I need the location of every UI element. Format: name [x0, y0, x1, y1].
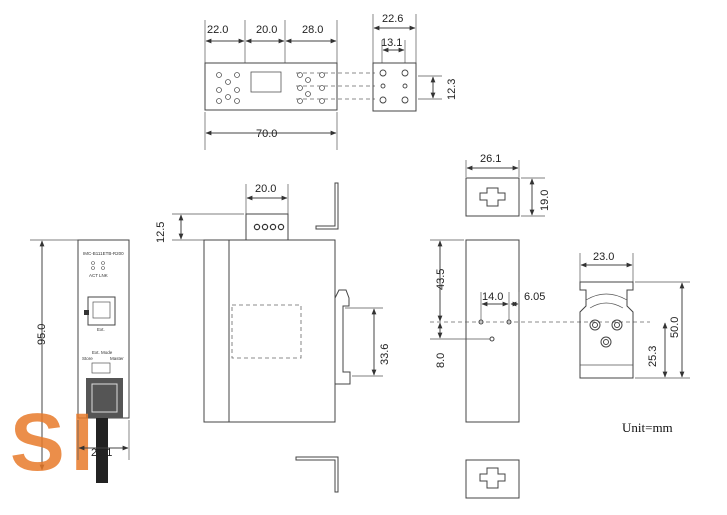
rail-dim-offset: 6.05	[524, 291, 545, 303]
rj45-port-upper	[87, 296, 116, 326]
led-label-lnk: LNK	[99, 273, 108, 278]
side-dim-top-width: 20.0	[255, 183, 276, 195]
bracket-dim-inner: 13.1	[381, 37, 402, 49]
front-dim-height: 95.0	[36, 324, 48, 345]
rail-dim-spacing: 14.0	[482, 291, 503, 303]
top-dim-b: 20.0	[256, 24, 277, 36]
din-dim-height: 50.0	[669, 317, 681, 338]
side-dim-window-height: 33.6	[379, 344, 391, 365]
rail-dim-clip-height: 19.0	[539, 190, 551, 211]
side-view: 20.0 12.5 33.6	[155, 182, 391, 493]
side-bracket-top	[315, 182, 339, 230]
front-model-label: IMC-B111ETB-R200	[83, 251, 124, 256]
led-label-act: ACT	[89, 273, 98, 278]
unit-label: Unit=mm	[622, 420, 673, 435]
top-dim-a: 22.0	[207, 24, 228, 36]
front-dim-width: 26.1	[91, 447, 112, 459]
rail-view: 26.1 19.0 43.5 8.0 14.0 6.05	[430, 153, 650, 499]
side-din-clip	[334, 289, 351, 385]
top-dim-width: 70.0	[256, 128, 277, 140]
din-dim-width: 23.0	[593, 251, 614, 263]
cable-icon	[96, 418, 108, 483]
front-port-label: Ext.	[97, 327, 105, 332]
mode-left-label: Store	[82, 356, 93, 361]
rail-body	[465, 239, 520, 423]
rail-dim-lower: 8.0	[435, 353, 447, 368]
mode-right-label: Master	[110, 356, 124, 361]
top-view: 22.0 20.0 28.0 70.0	[204, 20, 375, 150]
din-dim-lower: 25.3	[647, 346, 659, 367]
side-label-window	[231, 304, 302, 359]
din-clip: 23.0 50.0 25.3	[579, 251, 690, 379]
side-dim-top-offset: 12.5	[155, 222, 167, 243]
bracket-small: 22.6 13.1 12.3	[372, 13, 458, 112]
rail-dim-upper: 43.5	[435, 269, 447, 290]
side-bracket-bottom	[295, 456, 339, 493]
rail-cross-icon-bottom	[479, 467, 506, 489]
bracket-dim-height: 12.3	[446, 79, 458, 100]
port-indicator-icon	[84, 310, 89, 315]
front-view: 95.0 IMC-B111ETB-R200 ACT LNK Ext. Ext. …	[10, 239, 130, 488]
rail-cross-icon-top	[479, 187, 506, 207]
bracket-plate	[372, 62, 417, 112]
top-dim-c: 28.0	[302, 24, 323, 36]
rail-clip-bottom	[465, 459, 520, 499]
side-body	[203, 239, 336, 423]
rail-clip-top	[465, 177, 520, 217]
top-view-body	[204, 62, 338, 111]
watermark-logo: SI	[10, 397, 99, 488]
rail-dim-width: 26.1	[480, 153, 501, 165]
bracket-dim-width: 22.6	[382, 13, 403, 25]
mode-switch-icon	[91, 362, 111, 374]
mode-title: Ext. Mode	[92, 350, 113, 355]
din-clip-body	[579, 281, 634, 379]
